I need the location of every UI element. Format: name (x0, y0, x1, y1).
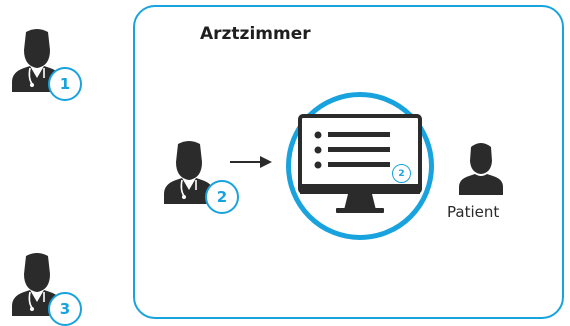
doctor-icon (12, 253, 62, 316)
step-badge-3: 3 (48, 292, 82, 326)
step-badge-1: 1 (48, 67, 82, 101)
arrow-icon (230, 155, 272, 169)
monitor-list-icon (296, 112, 424, 224)
doctor-3 (8, 252, 66, 316)
person-icon (459, 141, 503, 195)
room-title: Arztzimmer (200, 24, 311, 44)
computer-highlight-circle (286, 92, 434, 240)
doctor-icon (164, 141, 214, 204)
patient-label: Patient (447, 203, 500, 221)
screen-badge: 2 (392, 164, 411, 183)
room-frame (133, 5, 564, 319)
step-badge-2: 2 (205, 180, 239, 214)
doctor-2 (160, 140, 218, 204)
